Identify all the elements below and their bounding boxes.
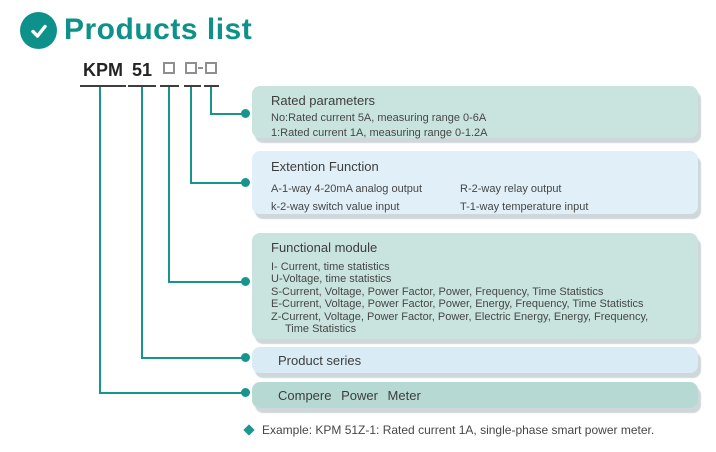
connector-line-rated bbox=[210, 113, 243, 115]
extension-option: k-2-way switch value input bbox=[271, 201, 400, 213]
connector-line-extension bbox=[190, 87, 192, 184]
functional-module-line: Z-Current, Voltage, Power Factor, Power,… bbox=[271, 310, 649, 323]
brand-box: Compere Power Meter bbox=[252, 382, 698, 408]
extension-option: A-1-way 4-20mA analog output bbox=[271, 183, 423, 195]
placeholder-square-icon bbox=[205, 62, 217, 74]
extension-option: R-2-way relay output bbox=[460, 183, 562, 195]
underline-square-3 bbox=[204, 85, 219, 87]
underline-square-2 bbox=[184, 85, 201, 87]
connector-line-functional bbox=[168, 87, 170, 283]
product-series-box: Product series bbox=[252, 347, 698, 373]
connector-line-extension bbox=[190, 182, 243, 184]
extension-function-title: Extention Function bbox=[271, 159, 379, 174]
connector-dot-functional bbox=[241, 277, 250, 286]
connector-dot-brand bbox=[241, 388, 250, 397]
extension-function-box: Extention Function A-1-way 4-20mA analog… bbox=[252, 151, 698, 214]
connector-dot-extension bbox=[241, 178, 250, 187]
check-circle-icon bbox=[20, 12, 57, 49]
functional-module-line: I- Current, time statistics bbox=[271, 261, 390, 273]
placeholder-square-icon bbox=[185, 62, 197, 74]
rated-parameters-box: Rated parameters No:Rated current 5A, me… bbox=[252, 86, 698, 139]
functional-module-line: E-Current, Voltage, Power Factor, Power,… bbox=[271, 298, 644, 311]
functional-module-line: U-Voltage, time statistics bbox=[271, 273, 392, 286]
placeholder-square-icon bbox=[163, 62, 175, 74]
connector-line-series bbox=[141, 357, 243, 359]
connector-dot-series bbox=[241, 353, 250, 362]
rated-parameters-line: 1:Rated current 1A, measuring range 0-1.… bbox=[271, 127, 488, 139]
functional-module-line: Time Statistics bbox=[285, 323, 357, 336]
connector-line-brand bbox=[99, 87, 101, 394]
underline-prefix bbox=[80, 85, 126, 87]
model-code-prefix: KPM bbox=[83, 60, 123, 80]
rated-parameters-title: Rated parameters bbox=[271, 93, 376, 108]
example-text: Example: KPM 51Z-1: Rated current 1A, si… bbox=[262, 423, 655, 437]
connector-line-series bbox=[141, 87, 143, 359]
model-code-series: 51 bbox=[131, 60, 153, 80]
underline-series bbox=[128, 85, 156, 87]
underline-square-1 bbox=[160, 85, 179, 87]
functional-module-box: Functional module I- Current, time stati… bbox=[252, 233, 698, 339]
extension-option: T-1-way temperature input bbox=[460, 201, 589, 213]
extension-function-grid: A-1-way 4-20mA analog output R-2-way rel… bbox=[271, 180, 698, 216]
separator-dash-icon bbox=[198, 67, 203, 69]
connector-dot-rated bbox=[241, 109, 250, 118]
checkmark-glyph bbox=[30, 24, 47, 38]
rated-parameters-line: No:Rated current 5A, measuring range 0-6… bbox=[271, 112, 487, 124]
connector-line-brand bbox=[99, 392, 243, 394]
page-title: Products list bbox=[64, 13, 253, 46]
connector-line-rated bbox=[210, 87, 212, 115]
connector-line-functional bbox=[168, 281, 243, 283]
diamond-bullet-icon bbox=[243, 424, 255, 436]
functional-module-line: S-Current, Voltage, Power Factor, Power,… bbox=[271, 285, 604, 298]
functional-module-title: Functional module bbox=[271, 240, 378, 255]
